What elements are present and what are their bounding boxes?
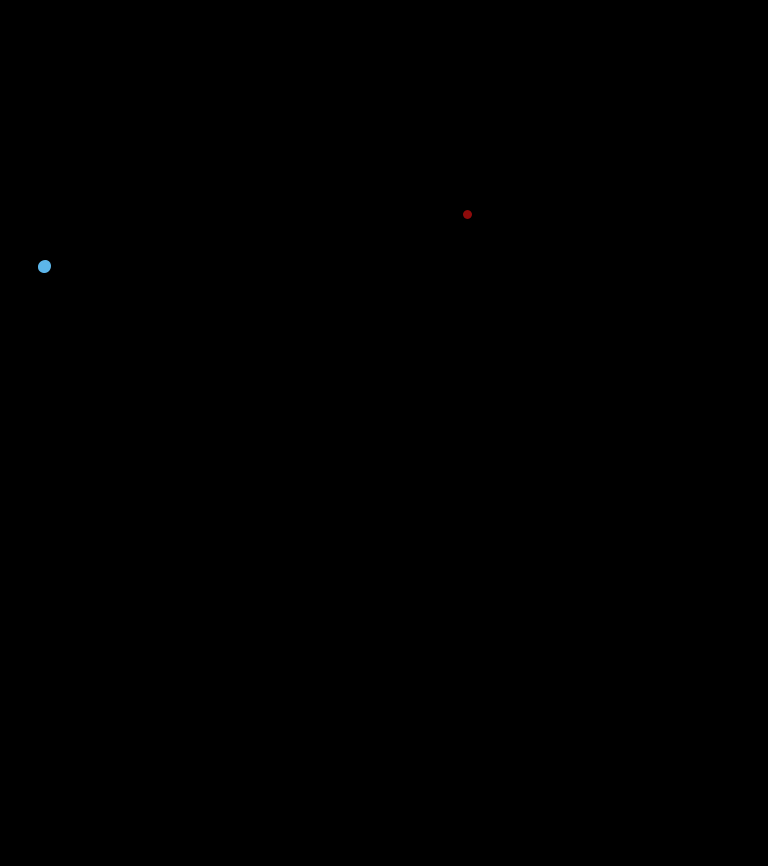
record-dot-icon xyxy=(463,210,472,219)
blue-blob-icon xyxy=(38,260,51,273)
